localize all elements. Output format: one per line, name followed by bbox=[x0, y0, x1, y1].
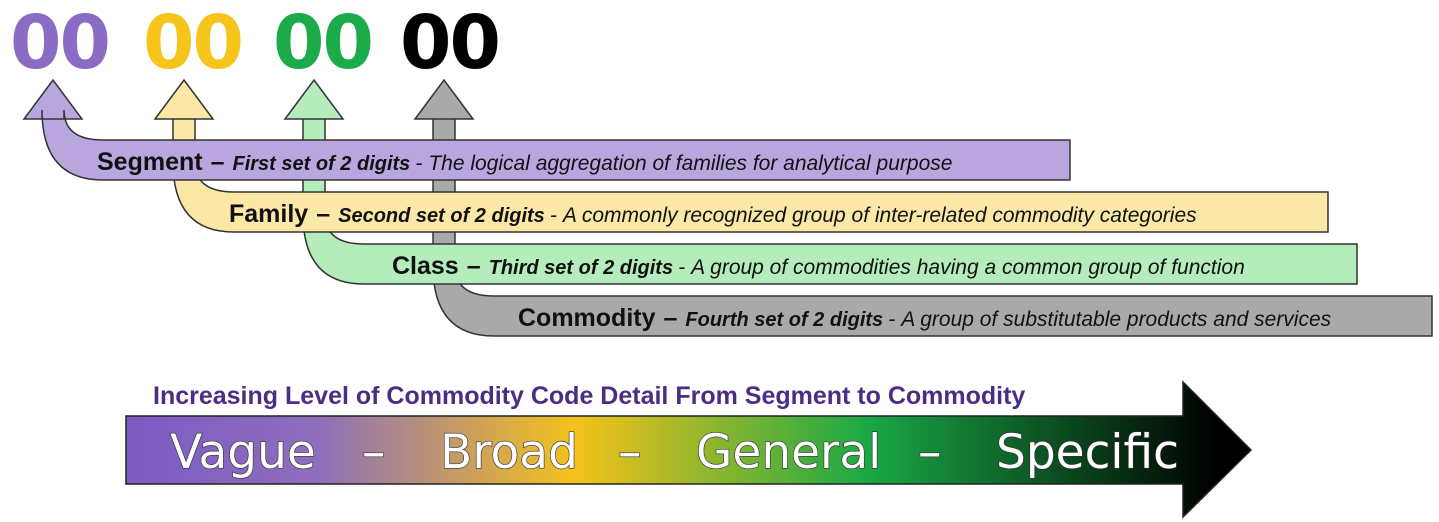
commodity-name: Commodity bbox=[518, 304, 656, 332]
level-arrows: Segment–First set of 2 digits-The logica… bbox=[22, 78, 1433, 337]
scale-word-vague: Vague bbox=[170, 425, 316, 480]
scale-word-general: General bbox=[696, 425, 881, 480]
segment-label: Segment–First set of 2 digits-The logica… bbox=[97, 148, 952, 176]
family-dash: - bbox=[550, 204, 557, 227]
class-digits: 00 bbox=[273, 0, 372, 86]
commodity-dash: - bbox=[888, 308, 895, 331]
code-digits: 00 00 00 00 bbox=[10, 0, 501, 86]
scale-dash: – bbox=[618, 425, 642, 480]
segment-digits: 00 bbox=[10, 0, 109, 86]
commodity-digits: 00 bbox=[400, 0, 499, 86]
class-dash: - bbox=[678, 256, 685, 279]
family-dash-separator: – bbox=[316, 200, 330, 228]
family-label: Family–Second set of 2 digits-A commonly… bbox=[229, 200, 1197, 228]
commodity-label: Commodity–Fourth set of 2 digits-A group… bbox=[518, 304, 1332, 332]
family-name: Family bbox=[229, 200, 308, 228]
commodity-dash-separator: – bbox=[664, 304, 678, 332]
family-digits: 00 bbox=[143, 0, 242, 86]
commodity-digits-label: Fourth set of 2 digits bbox=[685, 309, 883, 331]
segment-arrow bbox=[22, 78, 1071, 181]
commodity-description: A group of substitutable products and se… bbox=[899, 308, 1331, 331]
class-name: Class bbox=[392, 252, 459, 280]
scale-dash: – bbox=[362, 425, 386, 480]
scale-dash: – bbox=[918, 425, 942, 480]
scale-word-specific: Specific bbox=[996, 425, 1179, 480]
scale-word-broad: Broad bbox=[440, 425, 578, 480]
segment-dash: - bbox=[415, 152, 422, 175]
detail-headline: Increasing Level of Commodity Code Detai… bbox=[153, 382, 1025, 410]
segment-name: Segment bbox=[97, 148, 203, 176]
segment-dash-separator: – bbox=[211, 148, 225, 176]
family-digits-label: Second set of 2 digits bbox=[338, 205, 545, 227]
segment-description: The logical aggregation of families for … bbox=[428, 152, 952, 175]
scale-words: Vague – Broad – General – Specific bbox=[169, 424, 1179, 480]
family-description: A commonly recognized group of inter-rel… bbox=[561, 204, 1197, 227]
segment-digits-label: First set of 2 digits bbox=[233, 153, 411, 175]
class-description: A group of commodities having a common g… bbox=[689, 256, 1245, 279]
detail-scale-arrow bbox=[125, 380, 1253, 519]
class-digits-label: Third set of 2 digits bbox=[489, 257, 673, 279]
class-label: Class–Third set of 2 digits-A group of c… bbox=[392, 252, 1245, 280]
class-dash-separator: – bbox=[467, 252, 481, 280]
